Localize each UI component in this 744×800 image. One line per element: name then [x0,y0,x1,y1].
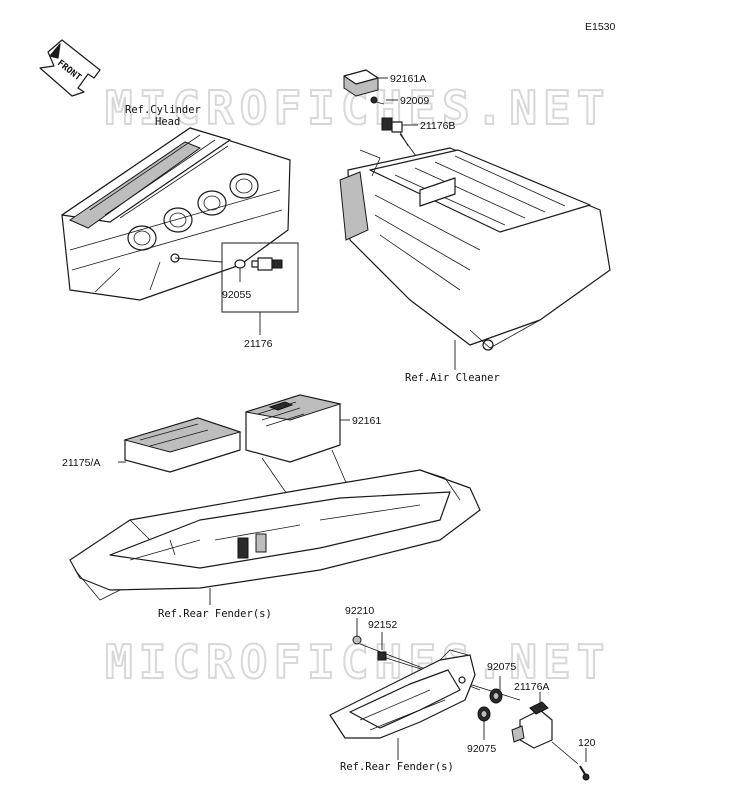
ref-cylinder-head-line2: Head [155,116,180,128]
part-92152[interactable]: 92152 [368,619,397,631]
bolt-120 [579,765,590,781]
ref-cylinder-head-line1: Ref.Cylinder [125,104,201,116]
rear-fender-lower-drawing [329,649,476,739]
part-92075-upper[interactable]: 92075 [487,661,516,673]
sensor-21176 [251,257,283,271]
part-92161A[interactable]: 92161A [390,73,426,85]
part-21176A[interactable]: 21176A [514,681,549,693]
diagram-code: E1530 [585,21,616,33]
part-92161[interactable]: 92161 [352,415,381,427]
grommet-92075-lower [477,706,491,722]
part-120[interactable]: 120 [578,737,596,749]
part-21176[interactable]: 21176 [244,338,273,350]
front-arrow-icon: FRONT [39,39,101,97]
air-cleaner-drawing [339,147,611,351]
cylinder-head-drawing [61,127,291,301]
part-92210[interactable]: 92210 [345,605,374,617]
rubber-92161 [245,394,342,463]
part-21175A[interactable]: 21175/A [62,457,100,469]
nut-92210 [352,635,362,645]
rear-fender-upper-drawing [69,469,481,601]
ecu-21175A [123,417,242,473]
ref-rear-fender-upper: Ref.Rear Fender(s) [158,608,272,620]
grommet-92075-upper [489,688,503,704]
part-92055[interactable]: 92055 [222,289,251,301]
collar-92152 [377,651,387,661]
screw-92009 [370,96,385,105]
o-ring-92055 [234,259,246,269]
sensor-21176A [511,701,553,749]
part-92075-lower[interactable]: 92075 [467,743,496,755]
part-92009[interactable]: 92009 [400,95,429,107]
bracket-21176 [174,242,299,335]
ref-rear-fender-lower: Ref.Rear Fender(s) [340,761,454,773]
ref-air-cleaner: Ref.Air Cleaner [405,372,500,384]
part-21176B[interactable]: 21176B [420,120,455,132]
